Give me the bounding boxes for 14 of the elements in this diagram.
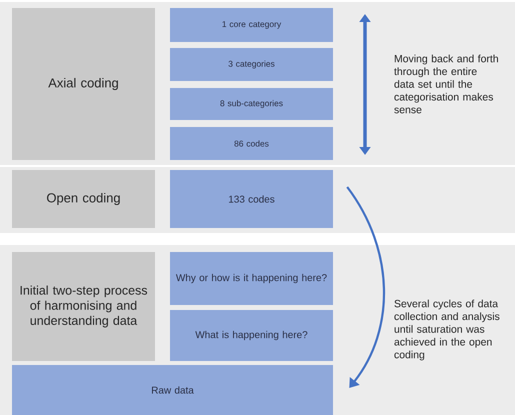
stage-box: Initial two-step process of harmonising and understanding data — [12, 252, 155, 361]
result-box: 1 core category — [170, 8, 333, 42]
result-box: 3 categories — [170, 48, 333, 81]
note-text: Moving back and forth through the entire data set until the categorisation makes sense — [394, 54, 498, 114]
result-box: 86 codes — [170, 127, 333, 160]
note-text: Several cycles of data collection and analysis until saturation was achieved in the open coding — [394, 300, 500, 360]
stage-box: Open coding — [12, 170, 155, 228]
curved-arrow — [346, 186, 386, 388]
result-box: Why or how is it happening here? — [170, 252, 333, 305]
result-box: Raw data — [12, 365, 333, 415]
stage-box: Axial coding — [12, 8, 155, 160]
result-box: 8 sub-categories — [170, 88, 333, 120]
result-box: What is happening here? — [170, 310, 333, 361]
result-box: 133 codes — [170, 170, 333, 228]
